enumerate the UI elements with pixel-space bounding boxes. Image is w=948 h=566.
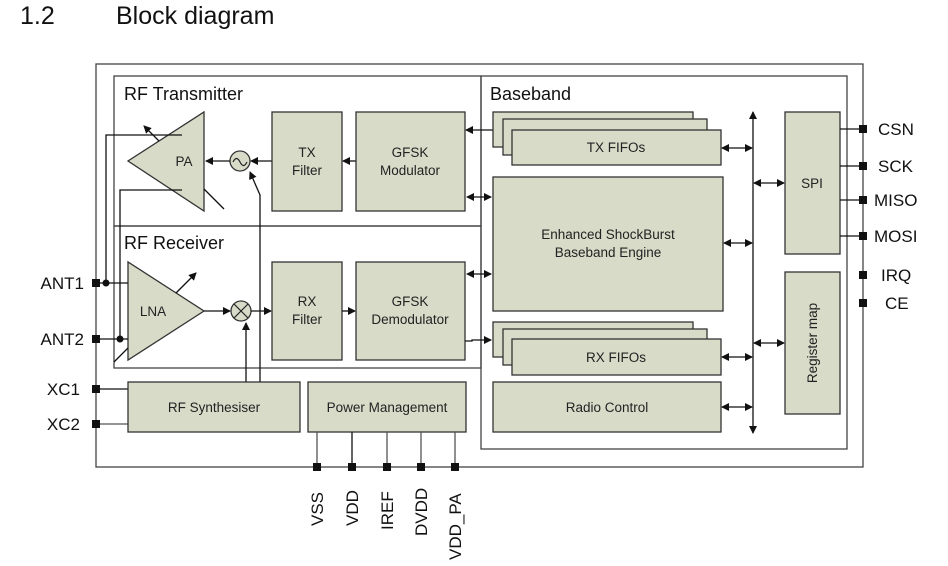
pin-label-vss: VSS — [308, 492, 327, 526]
pin-vss — [313, 463, 321, 471]
pin-label-vdd: VDD — [343, 490, 362, 526]
pin-vdd — [348, 463, 356, 471]
rx-filter-block — [271, 261, 343, 361]
rf-synthesiser-label: RF Synthesiser — [168, 400, 261, 415]
pin-irq — [859, 271, 867, 279]
pin-label-ant2: ANT2 — [41, 330, 84, 349]
pin-label-ant1: ANT1 — [41, 274, 84, 293]
pin-label-dvdd: DVDD — [412, 488, 431, 536]
pin-label-miso: MISO — [874, 191, 917, 210]
rf-receiver-label: RF Receiver — [124, 233, 224, 253]
tx-filter-label-2: Filter — [292, 163, 323, 178]
pin-dvdd — [417, 463, 425, 471]
pin-label-mosi: MOSI — [874, 227, 917, 246]
esb-engine-label-1: Enhanced ShockBurst — [541, 227, 675, 242]
esb-engine-label-2: Baseband Engine — [555, 245, 662, 260]
section-number: 1.2 — [20, 2, 55, 30]
rf-synthesiser-block — [127, 381, 301, 433]
tx-filter-block — [271, 111, 343, 212]
gfsk-mod-label-1: GFSK — [392, 145, 429, 160]
pin-ant2 — [92, 335, 100, 343]
pin-ant1 — [92, 279, 100, 287]
pin-ce — [859, 299, 867, 307]
gfsk-modulator-block — [355, 111, 466, 212]
gfsk-demodulator-block — [355, 261, 466, 361]
pa-amplifier — [126, 110, 205, 213]
pin-miso — [859, 196, 867, 204]
pin-iref — [383, 463, 391, 471]
sine-wave-icon — [232, 157, 248, 167]
rx-fifos-label: RX FIFOs — [586, 350, 646, 365]
pin-label-irq: IRQ — [881, 266, 911, 285]
tx-fifos-label: TX FIFOs — [587, 140, 646, 155]
demod-to-rxfifo-arrow — [465, 336, 492, 344]
gfsk-demod-label-2: Demodulator — [371, 312, 449, 327]
lna-tail-line — [113, 347, 129, 363]
chip-outline — [95, 63, 864, 468]
pa-label: PA — [175, 154, 192, 169]
lna-gain-arrow — [175, 272, 197, 294]
lna-label: LNA — [140, 304, 166, 319]
pin-label-iref: IREF — [378, 491, 397, 530]
rx-filter-label-1: RX — [298, 294, 317, 309]
baseband-label: Baseband — [490, 84, 571, 104]
spi-block — [784, 111, 841, 255]
baseband-frame — [480, 75, 848, 450]
ant2-junction — [116, 335, 124, 343]
pin-sck — [859, 162, 867, 170]
power-management-label: Power Management — [327, 400, 448, 415]
gfsk-demod-label-1: GFSK — [392, 294, 429, 309]
spi-label: SPI — [801, 176, 823, 191]
ant1-to-pa-wire — [105, 134, 182, 283]
ant1-junction — [102, 279, 110, 287]
tx-filter-label-1: TX — [298, 145, 315, 160]
rx-filter-label-2: Filter — [292, 312, 323, 327]
register-map-label: Register map — [805, 303, 820, 383]
pin-label-xc1: XC1 — [47, 380, 80, 399]
radio-control-label: Radio Control — [566, 400, 649, 415]
mixer-x-line-2 — [233, 303, 249, 319]
register-map-block — [784, 271, 841, 415]
pin-xc2 — [92, 420, 100, 428]
pin-label-sck: SCK — [878, 157, 914, 176]
ant2-to-pa-wire — [119, 189, 182, 339]
pin-label-vdd-pa: VDD_PA — [446, 493, 465, 560]
rf-transmitter-label: RF Transmitter — [124, 84, 243, 104]
spi-pin-wires — [840, 128, 863, 237]
pin-label-xc2: XC2 — [47, 415, 80, 434]
pa-tail-line — [203, 188, 225, 210]
pin-xc1 — [92, 385, 100, 393]
pin-vdd-pa — [451, 463, 459, 471]
pin-mosi — [859, 232, 867, 240]
lna-amplifier — [127, 260, 206, 362]
pin-label-csn: CSN — [878, 120, 914, 139]
pin-label-ce: CE — [885, 294, 909, 313]
power-pin-wires — [316, 432, 456, 467]
pa-gain-arrow — [143, 125, 160, 142]
esb-engine-block — [492, 176, 724, 312]
pin-csn — [859, 125, 867, 133]
gfsk-mod-label-2: Modulator — [380, 163, 441, 178]
radio-control-block — [492, 381, 722, 433]
rx-fifos-block — [511, 338, 722, 376]
lo-to-oscillator-line — [249, 171, 261, 382]
section-title: Block diagram — [116, 2, 274, 30]
